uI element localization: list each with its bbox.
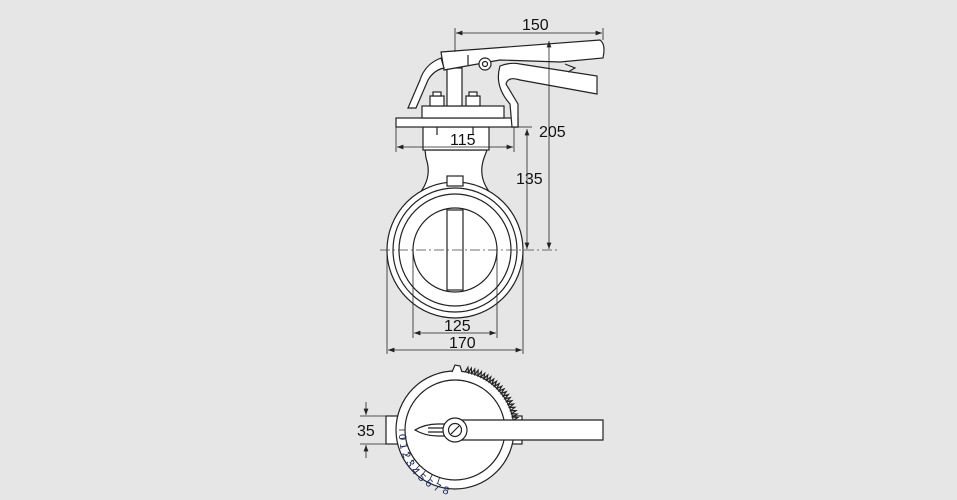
scale-digit: 1 <box>397 442 410 450</box>
dim-150: 150 <box>522 17 549 34</box>
scale-tick <box>401 445 408 448</box>
bolt-left <box>429 95 445 107</box>
scale-tick <box>429 474 433 481</box>
dimensions: 150 205 135 115 125 170 35 <box>357 17 604 458</box>
scale-digit: 0 <box>396 434 408 440</box>
scale-digit: 7 <box>431 481 442 494</box>
neck-boss <box>446 175 464 187</box>
handle-lock-tab <box>407 57 445 109</box>
latch-pin <box>478 57 492 71</box>
stem <box>446 67 463 107</box>
dim-205: 205 <box>539 124 566 141</box>
top-plate <box>395 117 519 128</box>
scale-tick <box>409 459 415 464</box>
dim-35: 35 <box>357 423 375 440</box>
top-handle <box>454 419 604 441</box>
top-block <box>421 105 505 119</box>
scale-tick <box>399 437 406 440</box>
scale-digit: 8 <box>441 484 451 497</box>
bolt-right <box>465 95 481 107</box>
scale-tick <box>415 465 420 470</box>
dim-115: 115 <box>450 132 476 149</box>
gear-teeth <box>464 365 521 426</box>
front-view <box>386 39 605 319</box>
scale-tick <box>421 470 426 476</box>
dim-125: 125 <box>444 318 471 335</box>
handle-latch <box>497 62 598 128</box>
dim-135: 135 <box>516 171 543 188</box>
scale-tick <box>437 477 440 484</box>
dim-170: 170 <box>449 335 476 352</box>
scale-tick <box>404 452 411 456</box>
scale-digit: 3 <box>403 458 416 469</box>
